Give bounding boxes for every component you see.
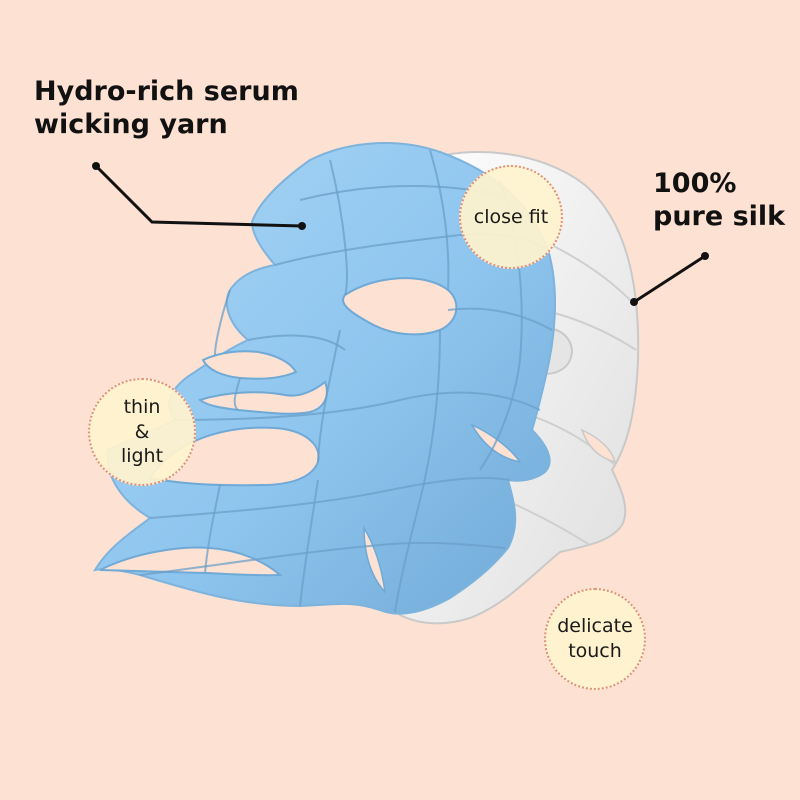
thin-light-line1: thin: [124, 395, 161, 420]
serum-label-line1: Hydro-rich serum: [34, 76, 299, 109]
thin-light-line3: light: [121, 444, 163, 469]
pure-silk-label: 100% pure silk: [653, 168, 785, 234]
close-fit-badge: close fit: [459, 165, 563, 269]
thin-light-badge: thin & light: [88, 378, 196, 486]
callout-silk: [630, 252, 709, 306]
delicate-touch-line1: delicate: [557, 614, 633, 639]
serum-label-line2: wicking yarn: [34, 109, 299, 142]
serum-yarn-label: Hydro-rich serum wicking yarn: [34, 76, 299, 142]
thin-light-line2: &: [135, 420, 150, 445]
silk-label-line1: 100%: [653, 168, 785, 201]
silk-label-line2: pure silk: [653, 201, 785, 234]
close-fit-text: close fit: [474, 205, 548, 230]
delicate-touch-line2: touch: [568, 639, 622, 664]
delicate-touch-badge: delicate touch: [544, 588, 646, 690]
